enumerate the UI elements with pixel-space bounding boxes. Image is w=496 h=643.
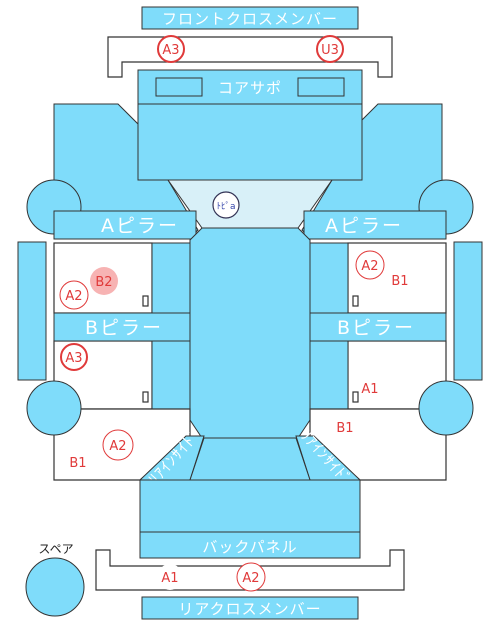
mark-front-u3[interactable]: U3 xyxy=(316,35,344,63)
mark-rear-a2[interactable]: A2 xyxy=(236,562,266,592)
mark-rear-left-b1[interactable]: B1 xyxy=(69,456,86,471)
windshield-tag[interactable]: ﾄﾋﾟa xyxy=(212,191,240,219)
svg-text:A2: A2 xyxy=(65,289,82,304)
svg-text:A2: A2 xyxy=(361,259,378,274)
mark-right-b1-lower[interactable]: B1 xyxy=(336,421,353,436)
rear-cross-member-label: リアクロスメンバー xyxy=(178,600,321,618)
svg-text:U3: U3 xyxy=(321,43,339,58)
mark-rear-a1[interactable]: A1 xyxy=(157,564,183,590)
b-pillar-left-label: Bピラー xyxy=(85,317,163,339)
front-cross-member-label: フロントクロスメンバー xyxy=(162,10,338,28)
right-latch-front xyxy=(352,295,359,307)
mark-left-a3[interactable]: A3 xyxy=(60,343,88,371)
mark-right-a1[interactable]: A1 xyxy=(361,382,378,397)
front-cross-member[interactable]: フロントクロスメンバー xyxy=(141,6,359,30)
right-side-sill[interactable] xyxy=(453,241,483,381)
right-latch-rear xyxy=(352,391,359,403)
trunk-floor[interactable] xyxy=(189,437,311,481)
svg-text:A3: A3 xyxy=(65,351,82,366)
left-latch-rear xyxy=(142,391,149,403)
mark-front-a3[interactable]: A3 xyxy=(157,35,185,63)
left-latch-front xyxy=(142,295,149,307)
rear-cross-member[interactable]: リアクロスメンバー xyxy=(141,596,359,620)
a-pillar-right[interactable]: Aピラー xyxy=(303,210,447,240)
windshield-tag-label: ﾄﾋﾟa xyxy=(216,201,235,212)
dash-panel[interactable] xyxy=(137,103,363,181)
a-pillar-left[interactable]: Aピラー xyxy=(53,210,197,240)
mark-left-a2[interactable]: A2 xyxy=(59,280,89,310)
rear-right-wheel[interactable] xyxy=(418,380,474,436)
b-pillar-left[interactable]: Bピラー xyxy=(53,312,191,342)
svg-text:A2: A2 xyxy=(109,439,126,454)
floor-panel[interactable] xyxy=(189,227,311,439)
spare-tire-label: スペア xyxy=(38,542,73,556)
left-side-sill[interactable] xyxy=(17,241,47,381)
mark-right-a2[interactable]: A2 xyxy=(355,250,385,280)
a-pillar-right-label: Aピラー xyxy=(325,215,403,237)
mark-rear-left-a2[interactable]: A2 xyxy=(102,429,134,461)
spare-tire[interactable] xyxy=(25,557,85,617)
b-pillar-right-label: Bピラー xyxy=(337,317,415,339)
rear-left-wheel[interactable] xyxy=(26,380,82,436)
b-pillar-right[interactable]: Bピラー xyxy=(309,312,447,342)
back-panel-label: バックパネル xyxy=(202,538,297,556)
a-pillar-left-label: Aピラー xyxy=(101,215,179,237)
core-support-label: コアサポ xyxy=(218,79,282,97)
svg-text:A2: A2 xyxy=(242,571,259,586)
core-support[interactable]: コアサポ xyxy=(137,69,363,105)
svg-text:A3: A3 xyxy=(162,43,179,58)
mark-right-b1[interactable]: B1 xyxy=(391,274,408,289)
back-panel[interactable]: バックパネル xyxy=(139,479,361,559)
svg-text:B2: B2 xyxy=(95,275,112,290)
svg-text:A1: A1 xyxy=(161,571,178,586)
mark-left-b2[interactable]: B2 xyxy=(90,267,118,295)
